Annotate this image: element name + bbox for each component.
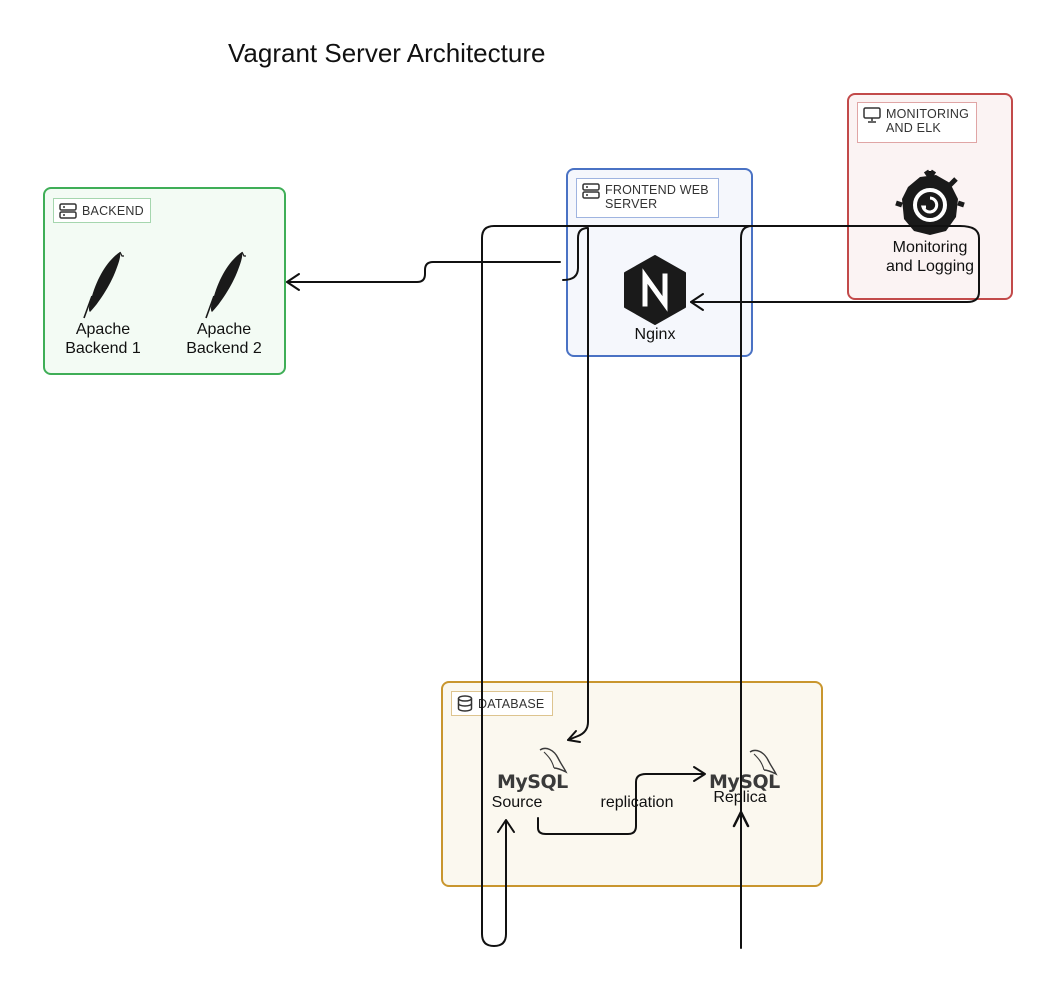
backend-group-title: BACKEND bbox=[82, 203, 144, 218]
apache-backend-2-line2: Backend 2 bbox=[186, 340, 262, 357]
mysql-replica-logo-text: MySQL bbox=[709, 771, 780, 793]
frontend-group-title: FRONTEND WEB SERVER bbox=[605, 183, 709, 211]
arrowhead-backend bbox=[286, 273, 300, 291]
backend-group-label: BACKEND bbox=[53, 198, 151, 223]
monitoring-node-label: Monitoring and Logging bbox=[875, 238, 985, 276]
apache-backend-1-line1: Apache bbox=[75, 321, 131, 338]
database-group-label: DATABASE bbox=[451, 691, 553, 716]
apache-feather-icon bbox=[205, 251, 246, 319]
apache-backend-1-label: Apache Backend 1 bbox=[58, 320, 148, 358]
arrowhead-nginx bbox=[690, 293, 704, 311]
monitoring-group-label: MONITORING AND ELK bbox=[857, 102, 977, 143]
monitor-icon bbox=[863, 107, 881, 123]
apache-backend-1-line2: Backend 1 bbox=[65, 340, 141, 357]
mysql-replica-label: Replica bbox=[713, 789, 767, 806]
edge-monitoring-to-source bbox=[481, 225, 961, 947]
edge-monitoring-to-nginx bbox=[690, 225, 980, 303]
edge-monitoring-to-replica bbox=[740, 225, 871, 949]
nginx-label: Nginx bbox=[634, 326, 676, 343]
mysql-dolphin-icon bbox=[539, 747, 568, 774]
monitoring-line2: and Logging bbox=[885, 258, 975, 275]
grafana-icon bbox=[895, 169, 965, 235]
apache-backend-2-label: Apache Backend 2 bbox=[179, 320, 269, 358]
arrowhead-source-top bbox=[567, 730, 581, 743]
mysql-source-label: Source bbox=[491, 794, 543, 811]
server-icon bbox=[582, 183, 600, 199]
mysql-source-logo-text: MySQL bbox=[497, 771, 568, 793]
frontend-group-label: FRONTEND WEB SERVER bbox=[576, 178, 719, 218]
monitoring-line1: Monitoring bbox=[892, 239, 968, 256]
edge-replication bbox=[537, 773, 705, 835]
mysql-dolphin-icon bbox=[749, 749, 778, 776]
server-icon bbox=[59, 202, 77, 219]
database-group-title: DATABASE bbox=[478, 696, 545, 711]
arrowhead-replica bbox=[732, 810, 750, 828]
nginx-icon bbox=[624, 255, 686, 325]
database-icon bbox=[457, 695, 473, 712]
edge-nginx-to-backend bbox=[286, 261, 561, 283]
edge-nginx-to-source bbox=[562, 227, 590, 741]
apache-feather-icon bbox=[83, 251, 124, 319]
diagram-title: Vagrant Server Architecture bbox=[228, 38, 546, 68]
monitoring-group-title: MONITORING AND ELK bbox=[886, 107, 970, 135]
arrowhead-source-bottom bbox=[497, 819, 515, 833]
arrowhead-replication bbox=[693, 766, 706, 782]
apache-backend-2-line1: Apache bbox=[196, 321, 252, 338]
